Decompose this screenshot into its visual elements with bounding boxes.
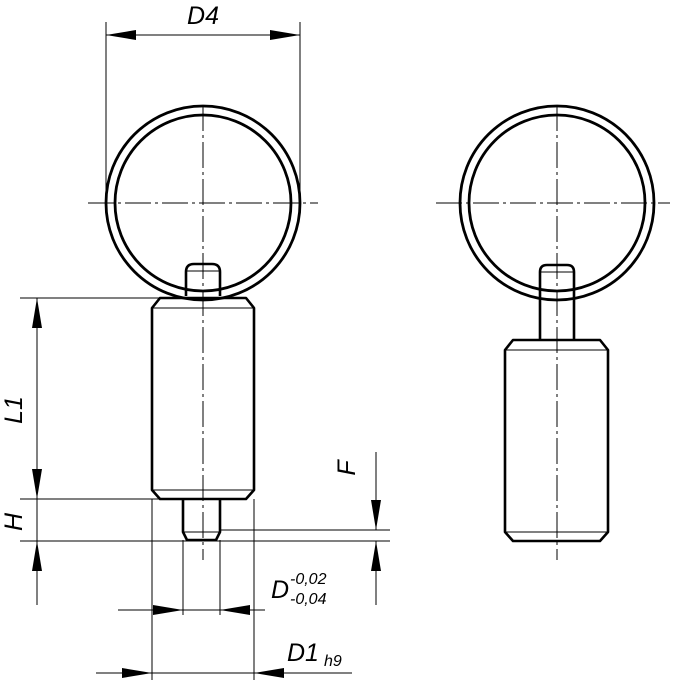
dimension-d [118,540,265,615]
label-d4: D4 [187,2,219,30]
label-f: F [333,459,361,476]
plunger-pin [181,499,222,542]
label-h: H [0,512,28,531]
dimension-l1 [20,297,160,500]
label-d: D [271,576,289,604]
dimension-h [20,470,390,605]
center-lines [88,105,670,560]
label-l1: L1 [0,396,28,424]
dimension-d1 [96,499,352,680]
dimension-d4 [105,22,301,200]
plunger-body [150,296,256,501]
label-d-tol-upper: -0,02 [290,571,327,588]
label-d-tol-lower: -0,04 [290,591,327,608]
plunger-body-side [503,338,610,543]
label-d1-tol: h9 [324,653,342,670]
dimension-f [220,452,390,605]
label-d1: D1 [287,639,319,667]
